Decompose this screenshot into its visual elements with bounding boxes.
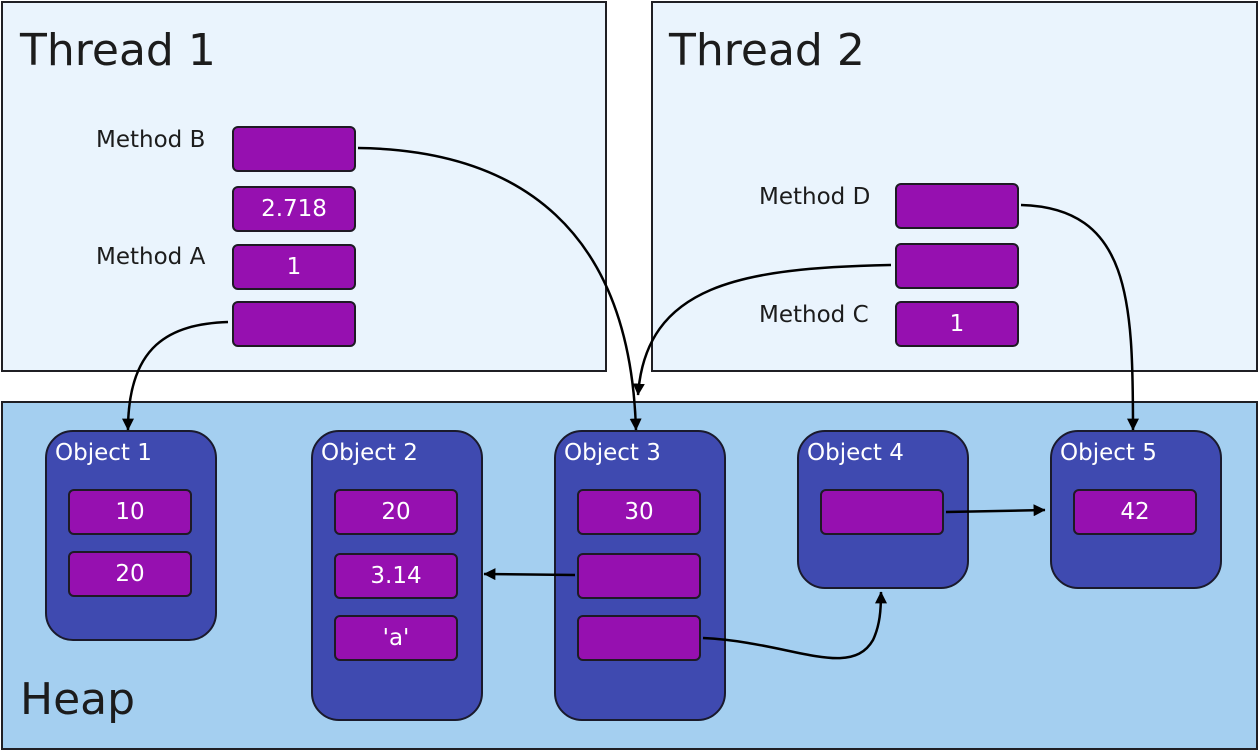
heap-title: Heap	[20, 674, 136, 725]
object-4: Object 4	[797, 430, 969, 589]
object-2-field-1: 20	[334, 489, 458, 535]
object-1-title: Object 1	[55, 440, 152, 466]
object-1-field-1: 10	[68, 489, 192, 535]
object-1: Object 1 10 20	[45, 430, 217, 641]
method-b-reference-slot	[232, 126, 356, 172]
object-3-field-1: 30	[577, 489, 701, 535]
object-3-field-2	[577, 553, 701, 599]
method-a-reference-slot	[232, 301, 356, 347]
method-a-value-slot: 1	[232, 244, 356, 290]
object-1-field-2: 20	[68, 551, 192, 597]
thread-1-panel: Thread 1 Method B Method A 2.718 1	[1, 1, 607, 372]
object-2: Object 2 20 3.14 'a'	[311, 430, 483, 721]
object-3-title: Object 3	[564, 440, 661, 466]
object-2-title: Object 2	[321, 440, 418, 466]
thread-2-panel: Thread 2 Method D Method C 1	[651, 1, 1258, 372]
method-b-label: Method B	[96, 127, 206, 153]
object-5: Object 5 42	[1050, 430, 1222, 589]
method-c-value-slot: 1	[895, 301, 1019, 347]
thread-1-title: Thread 1	[20, 25, 216, 76]
object-3: Object 3 30	[554, 430, 726, 721]
method-a-label: Method A	[96, 244, 206, 270]
object-2-field-2: 3.14	[334, 553, 458, 599]
object-5-field-1: 42	[1073, 489, 1197, 535]
method-d-reference-slot	[895, 183, 1019, 229]
thread-2-title: Thread 2	[669, 25, 865, 76]
object-4-title: Object 4	[807, 440, 904, 466]
method-b-value-slot: 2.718	[232, 186, 356, 232]
object-5-title: Object 5	[1060, 440, 1157, 466]
object-4-field-1	[820, 489, 944, 535]
method-c-label: Method C	[759, 302, 869, 328]
heap-panel: Heap Object 1 10 20 Object 2 20 3.14 'a'…	[1, 401, 1258, 750]
method-d-label: Method D	[759, 184, 871, 210]
object-2-field-3: 'a'	[334, 615, 458, 661]
method-c-reference-slot	[895, 243, 1019, 289]
object-3-field-3	[577, 615, 701, 661]
